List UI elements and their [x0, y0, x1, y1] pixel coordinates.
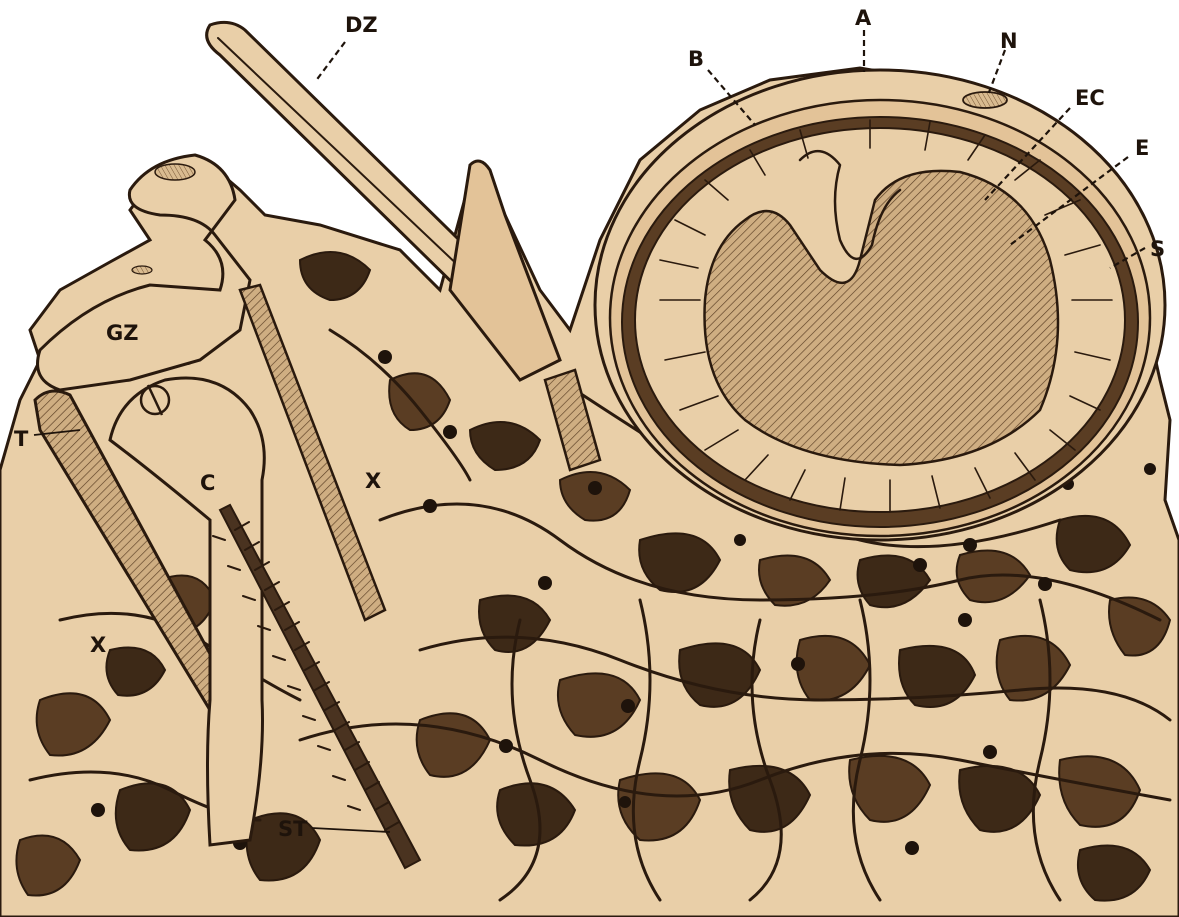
label-e: E: [1135, 136, 1149, 160]
gz-small-pore: [132, 266, 152, 274]
label-st: ST: [278, 817, 308, 841]
label-n: N: [1000, 29, 1018, 53]
gz-pore-cluster: [155, 164, 195, 180]
label-x-upper: X: [365, 469, 381, 493]
label-ec: EC: [1075, 86, 1105, 110]
label-t: T: [14, 427, 29, 451]
label-x-lower: X: [90, 633, 106, 657]
label-gz: GZ: [106, 321, 138, 345]
dz-leader: [315, 42, 345, 82]
label-b: B: [688, 47, 704, 71]
label-a: A: [855, 6, 872, 30]
n-leader: [988, 50, 1005, 95]
label-c: C: [200, 471, 215, 495]
label-dz: DZ: [345, 13, 378, 37]
nodule-n: [963, 92, 1007, 108]
label-s: S: [1150, 237, 1165, 261]
